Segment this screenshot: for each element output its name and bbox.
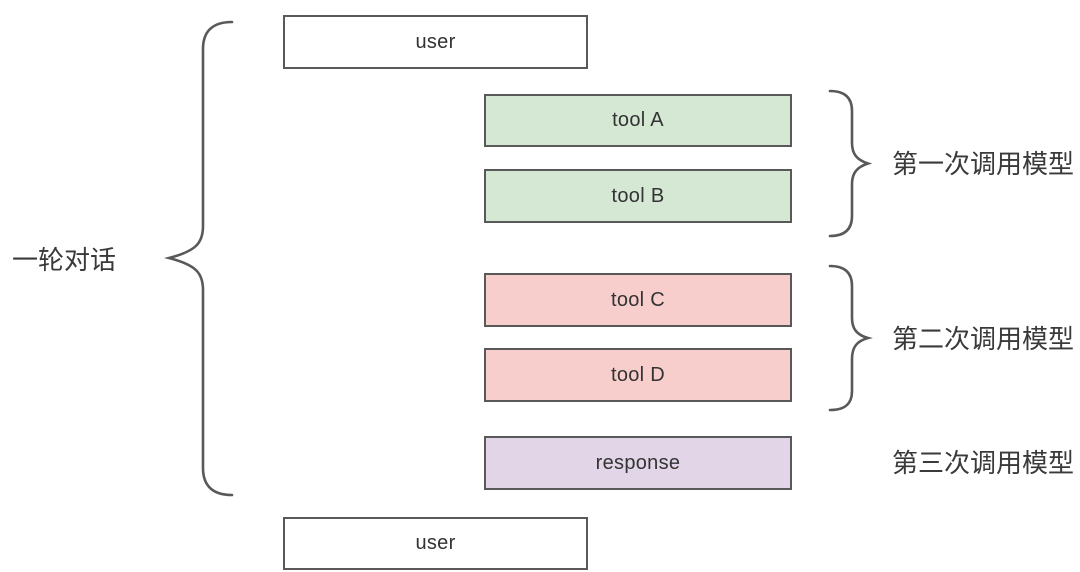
tool-a-label: tool A (612, 109, 664, 131)
first-call-brace (828, 89, 873, 238)
response-box: response (484, 436, 792, 490)
user-bottom-label: user (415, 532, 456, 554)
first-call-annotation: 第一次调用模型 (892, 149, 1075, 179)
second-call-annotation: 第二次调用模型 (892, 324, 1075, 354)
tool-b-label: tool B (611, 184, 665, 207)
tool-d-box: tool D (484, 348, 792, 402)
tool-d-label: tool D (610, 363, 666, 386)
tool-a-box: tool A (484, 94, 792, 147)
second-call-brace (828, 264, 873, 412)
user-message-box-top: user (283, 15, 588, 69)
user-message-box-bottom: user (283, 517, 588, 570)
tool-c-box: tool C (484, 273, 792, 327)
third-call-annotation: 第三次调用模型 (892, 448, 1075, 478)
tool-c-label: tool C (610, 288, 666, 311)
round-label: 一轮对话 (12, 245, 117, 275)
round-left-brace (163, 20, 234, 497)
user-top-label: user (415, 30, 456, 53)
response-label: response (595, 451, 681, 474)
tool-b-box: tool B (484, 169, 792, 223)
